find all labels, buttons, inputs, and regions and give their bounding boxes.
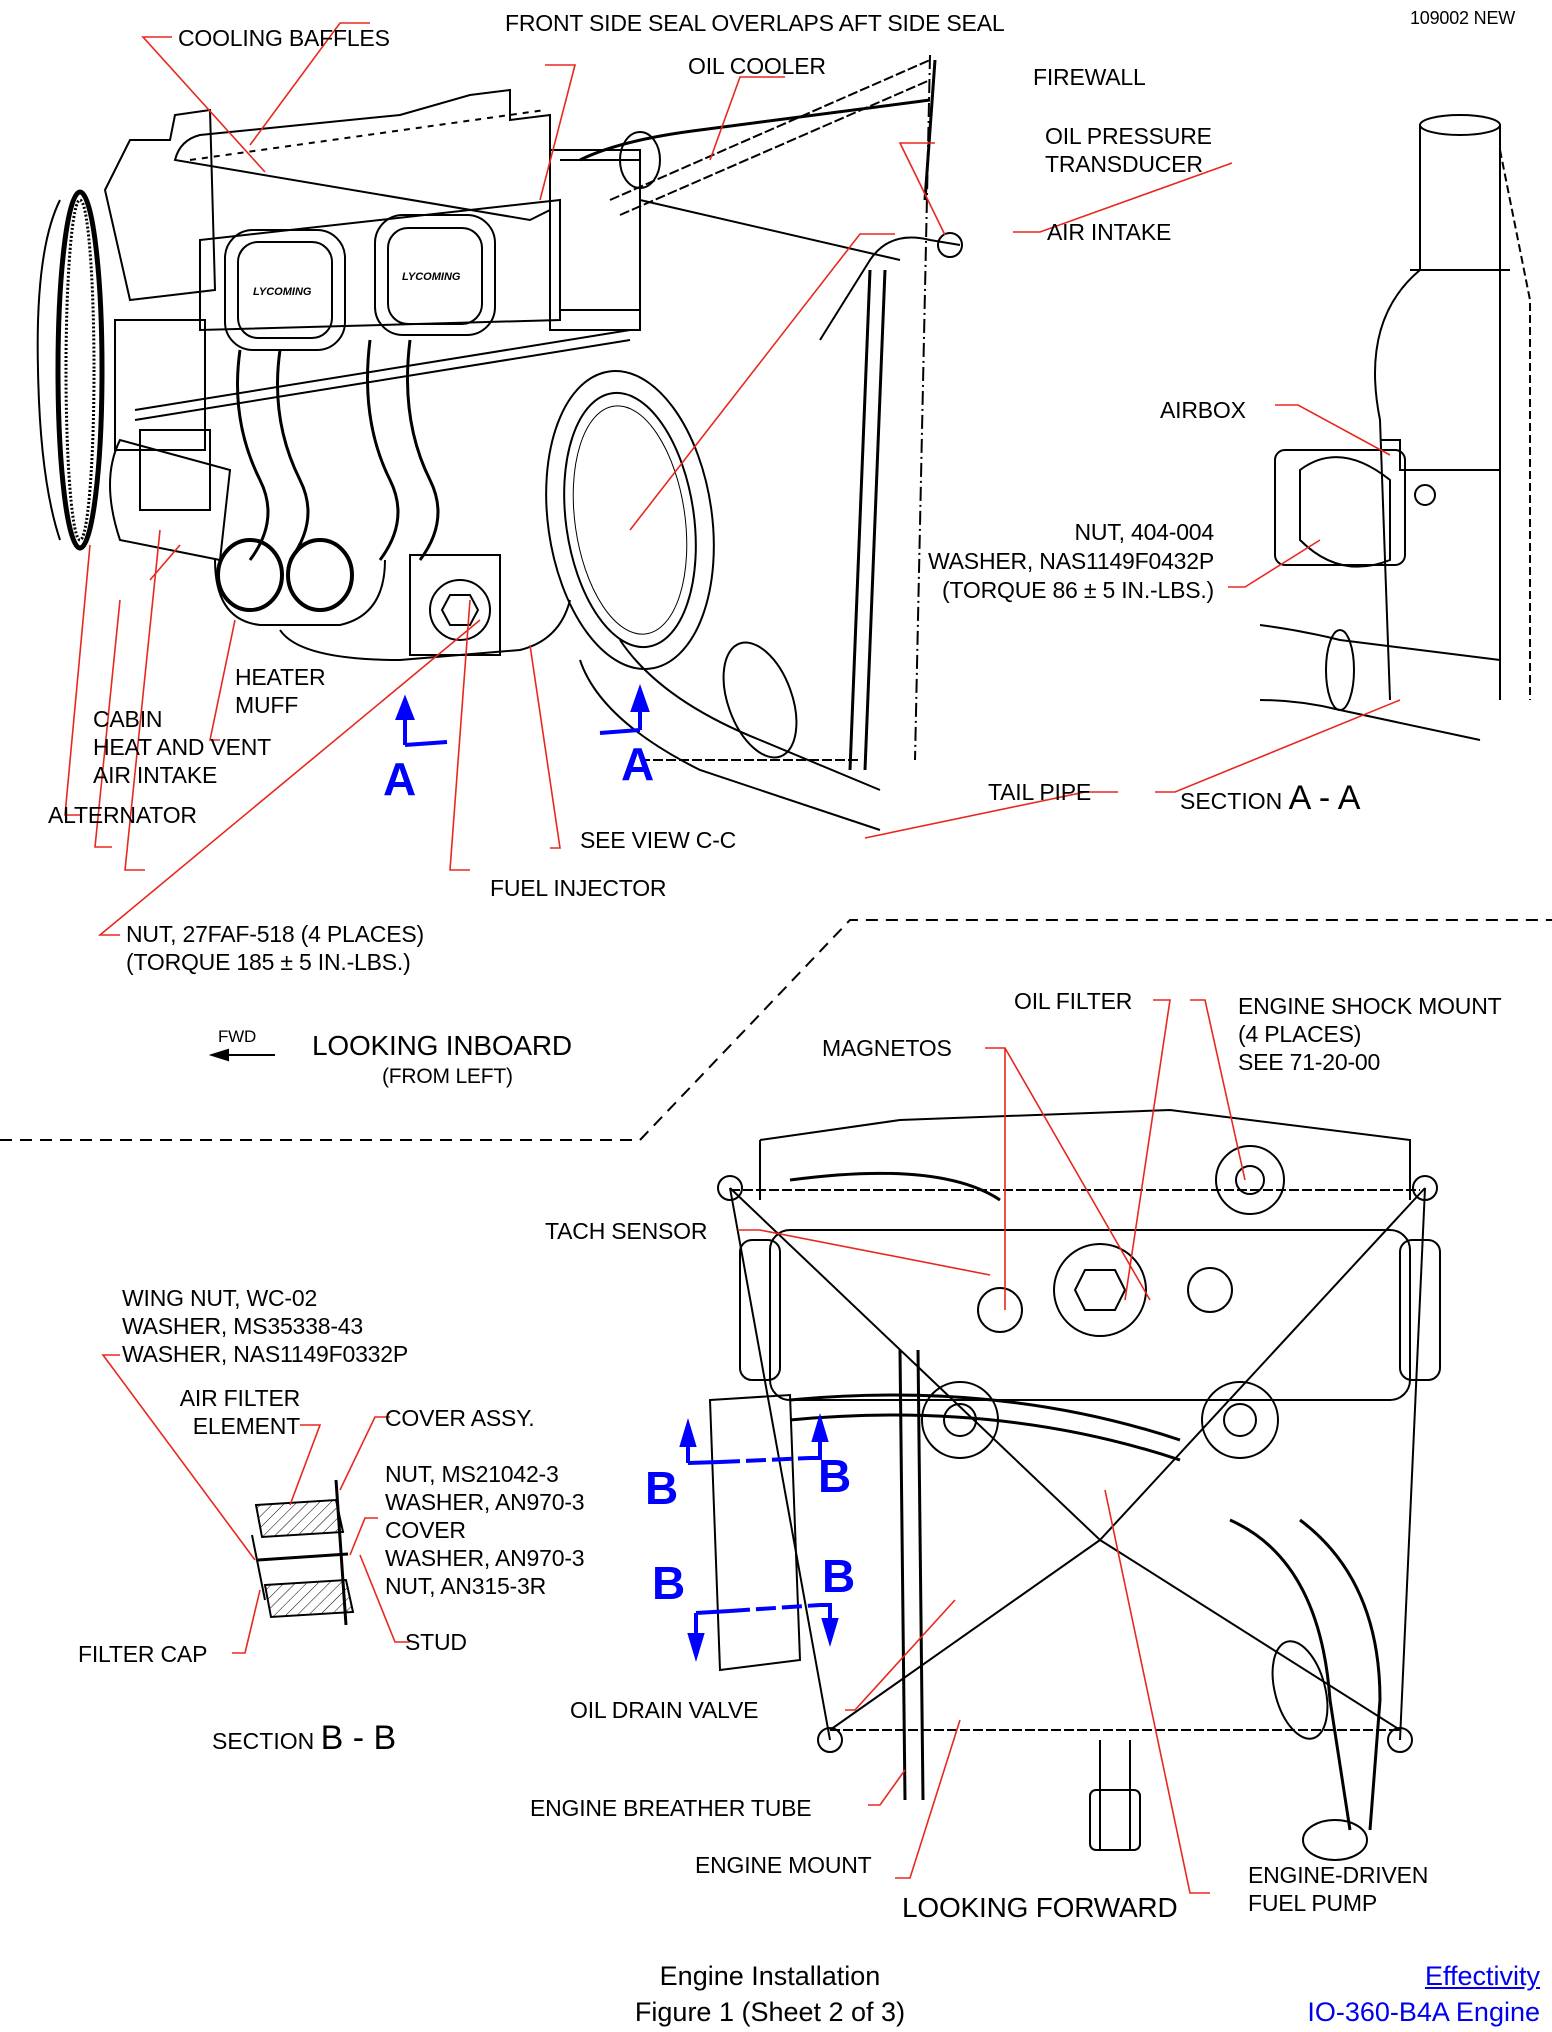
callout-oil-filter: OIL FILTER <box>1014 988 1133 1014</box>
fwd-label: FWD <box>218 1027 257 1046</box>
view-divider <box>0 919 1552 1141</box>
leader-lines <box>64 22 1401 1894</box>
callout-firewall: FIREWALL <box>1033 64 1146 90</box>
callout-engine-mount: ENGINE MOUNT <box>695 1852 872 1878</box>
section-marker-b-3: B <box>652 1557 686 1609</box>
callout-see-view-cc: SEE VIEW C-C <box>580 827 737 853</box>
effectivity-link[interactable]: Effectivity <box>1424 1961 1540 1991</box>
callout-engine-driven-fuel-pump: ENGINE-DRIVEN FUEL PUMP <box>1248 1862 1429 1916</box>
section-marker-a-right: A <box>621 738 655 790</box>
callout-alternator: ALTERNATOR <box>48 802 197 828</box>
callout-engine-breather-tube: ENGINE BREATHER TUBE <box>530 1795 812 1821</box>
callout-nut-404-004: NUT, 404-004 WASHER, NAS1149F0432P (TORQ… <box>928 519 1214 603</box>
callout-nut-27faf-518: NUT, 27FAF-518 (4 PLACES) (TORQUE 185 ± … <box>126 921 424 975</box>
section-bb-art <box>251 1479 355 1626</box>
fwd-arrow <box>208 1048 275 1062</box>
view-title-looking-forward: LOOKING FORWARD <box>902 1892 1178 1923</box>
callout-nut-washer-cover-stack: NUT, MS21042-3 WASHER, AN970-3 COVER WAS… <box>385 1461 585 1599</box>
section-cut-markers <box>395 683 839 1662</box>
callout-oil-pressure-transducer: OIL PRESSURE TRANSDUCER <box>1045 123 1212 177</box>
section-title-bb: SECTION B - B <box>212 1719 397 1757</box>
callout-tail-pipe: TAIL PIPE <box>988 779 1092 805</box>
callout-wing-nut-washers: WING NUT, WC-02 WASHER, MS35338-43 WASHE… <box>122 1285 408 1367</box>
callout-magnetos: MAGNETOS <box>822 1035 952 1061</box>
callout-stud: STUD <box>405 1629 467 1655</box>
view-subtitle-from-left: (FROM LEFT) <box>382 1065 513 1088</box>
callout-tach-sensor: TACH SENSOR <box>545 1218 708 1244</box>
callout-front-side-seal: FRONT SIDE SEAL OVERLAPS AFT SIDE SEAL <box>505 10 1005 36</box>
callout-air-filter-element: AIR FILTER ELEMENT <box>179 1385 300 1439</box>
callout-airbox: AIRBOX <box>1160 397 1246 423</box>
section-marker-a-left: A <box>383 753 417 805</box>
callout-fuel-injector: FUEL INJECTOR <box>490 875 667 901</box>
callout-oil-drain-valve: OIL DRAIN VALVE <box>570 1697 759 1723</box>
section-aa-art <box>1259 114 1531 741</box>
callout-filter-cap: FILTER CAP <box>78 1641 208 1667</box>
callout-heater-muff: HEATER MUFF <box>235 664 326 718</box>
section-marker-b-2: B <box>818 1450 852 1502</box>
svg-text:LYCOMING: LYCOMING <box>402 271 461 283</box>
engine-side-view: LYCOMING LYCOMING <box>36 54 963 831</box>
view-title-looking-inboard: LOOKING INBOARD <box>312 1030 572 1061</box>
engine-front-view <box>708 1108 1441 1861</box>
section-marker-b-4: B <box>822 1550 856 1602</box>
drawing-id: 109002 NEW <box>1410 8 1516 28</box>
callout-engine-shock-mount: ENGINE SHOCK MOUNT (4 PLACES) SEE 71-20-… <box>1238 993 1502 1075</box>
callout-cooling-baffles: COOLING BAFFLES <box>178 25 390 51</box>
figure-caption: Engine Installation Figure 1 (Sheet 2 of… <box>634 1961 906 2027</box>
section-title-aa: SECTION A - A <box>1180 779 1361 817</box>
callout-oil-cooler: OIL COOLER <box>688 53 826 79</box>
callout-air-intake: AIR INTAKE <box>1047 219 1172 245</box>
svg-text:LYCOMING: LYCOMING <box>253 286 312 298</box>
callout-cabin-heat-vent-air-intake: CABIN HEAT AND VENT AIR INTAKE <box>93 706 272 788</box>
effectivity-value-link[interactable]: IO-360-B4A Engine <box>1307 1997 1540 2027</box>
section-marker-b-1: B <box>645 1462 679 1514</box>
callout-cover-assy: COVER ASSY. <box>385 1405 535 1431</box>
